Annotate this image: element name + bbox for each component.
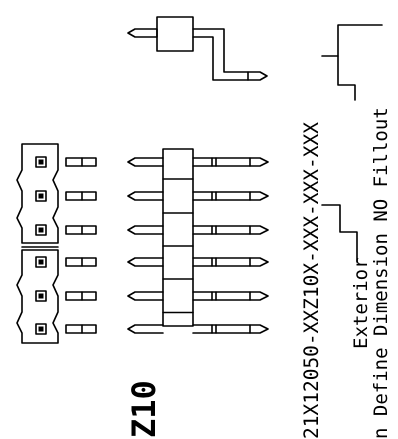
header-pin	[127, 225, 269, 235]
header-pin	[127, 257, 269, 267]
right-angle-pin-side-view	[127, 16, 268, 81]
pcb-footprint	[16, 143, 97, 344]
footprint-lead	[65, 225, 97, 235]
footprint-pad	[35, 323, 47, 335]
header-pin	[127, 324, 269, 334]
footprint-lead	[65, 157, 97, 167]
straight-header-side-view	[127, 148, 269, 334]
series-label: Z10	[125, 380, 163, 438]
header-pin	[127, 191, 269, 201]
header-pin	[127, 291, 269, 301]
footprint-lead	[65, 191, 97, 201]
callout-define-dimension: n Define Dimension NO Fillout	[370, 107, 392, 439]
footprint-pad	[35, 256, 47, 268]
callout-lines	[321, 24, 383, 263]
footprint-lead	[65, 257, 97, 267]
footprint-pad	[35, 156, 47, 168]
footprint-lead	[65, 324, 97, 334]
footprint-lead	[65, 291, 97, 301]
footprint-pad	[35, 290, 47, 302]
header-pin	[127, 157, 269, 167]
callout-exterior: Exterior	[350, 257, 372, 349]
part-number-code: 21X12050-XXZ10X-XXX-XXX-XXX	[300, 122, 323, 439]
footprint-pad	[35, 190, 47, 202]
footprint-pad	[35, 224, 47, 236]
